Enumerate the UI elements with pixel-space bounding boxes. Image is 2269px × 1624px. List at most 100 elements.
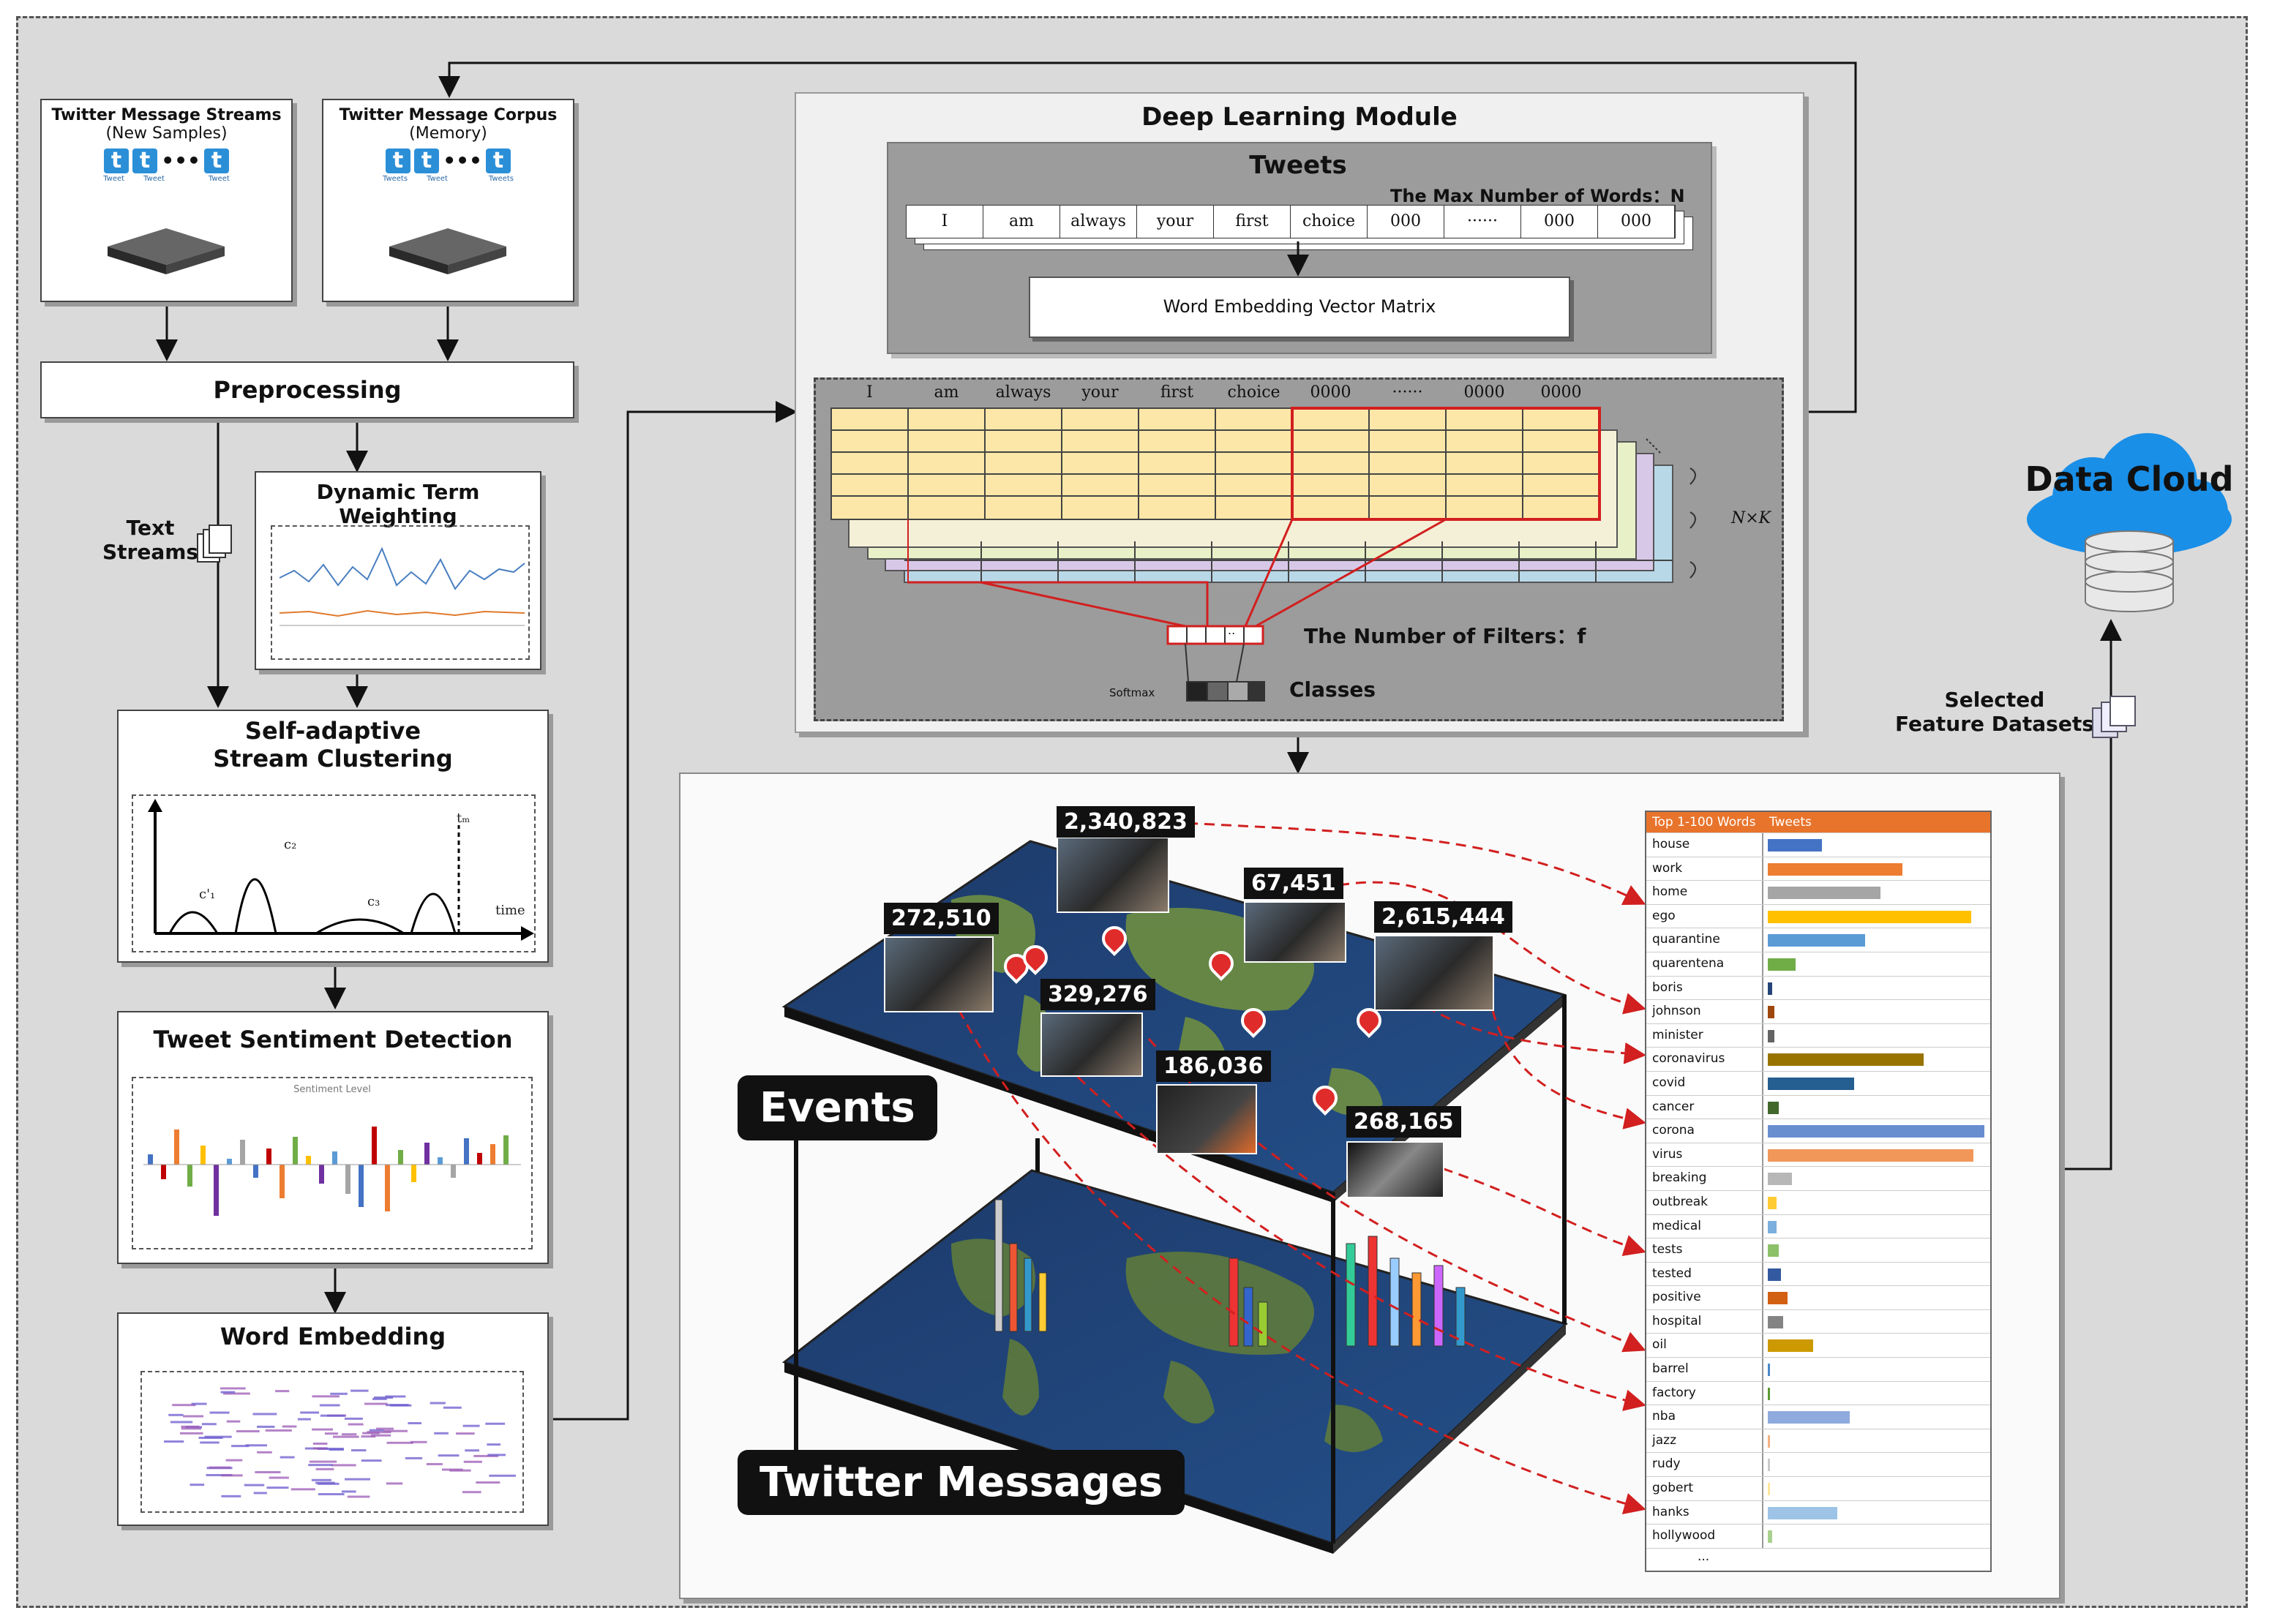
embedding-point <box>350 1389 369 1392</box>
embedding-point <box>315 1481 335 1484</box>
embedding-point <box>434 1432 449 1435</box>
word-frequency-bar <box>1768 1173 1792 1186</box>
bar-cell <box>1763 1143 1990 1167</box>
grid-header: I am always your first choice 0000 ·····… <box>831 383 1599 402</box>
embedding-point <box>282 1425 297 1428</box>
embedding-point <box>311 1478 331 1481</box>
bar-cell <box>1763 833 1990 857</box>
sentiment-bar <box>464 1138 469 1165</box>
streams-title: Twitter Message Streams <box>51 106 282 124</box>
header-tweets: Tweets <box>1769 815 1812 830</box>
word-cell: jazz <box>1646 1429 1763 1453</box>
bar-cell <box>1763 1429 1990 1453</box>
word-cell: house <box>1646 833 1763 857</box>
grid-word: 0000 <box>1540 383 1582 402</box>
event-count: 67,451 <box>1244 868 1343 899</box>
sentiment-plot-frame: Sentiment Level <box>132 1077 533 1249</box>
table-row: hanks <box>1646 1500 1990 1525</box>
table-row: hollywood <box>1646 1524 1990 1548</box>
embedding-point <box>308 1464 333 1467</box>
bar-cell <box>1763 1048 1990 1071</box>
sentiment-bar <box>227 1159 232 1165</box>
word-cell: I <box>907 206 983 238</box>
sentiment-bar <box>372 1127 377 1165</box>
bar-cell <box>1763 905 1990 928</box>
word-cell: johnson <box>1646 1000 1763 1023</box>
embedding-point <box>164 1440 184 1443</box>
embedding-point <box>309 1460 337 1463</box>
embedding-point <box>280 1456 295 1459</box>
word-frequency-bar <box>1768 1006 1774 1019</box>
embedding-point <box>168 1413 184 1416</box>
embedding-point <box>275 1390 290 1393</box>
embedding-point <box>386 1441 413 1444</box>
sentiment-bar <box>214 1165 219 1216</box>
word-frequency-bar <box>1768 1053 1924 1067</box>
word-cell: am <box>983 206 1060 238</box>
word-cell: ······ <box>1444 206 1521 238</box>
bar-cell <box>1763 1119 1990 1143</box>
grid-word: choice <box>1227 383 1280 402</box>
embedding-point <box>300 1411 320 1414</box>
embedding-point <box>463 1460 482 1463</box>
word-cell: covid <box>1646 1071 1763 1095</box>
bar-cell <box>1763 1096 1990 1119</box>
embedding-point <box>255 1470 281 1473</box>
table-row: nba <box>1646 1405 1990 1429</box>
word-cell: 000 <box>1598 206 1675 238</box>
sentiment-box: Tweet Sentiment Detection Sentiment Leve… <box>117 1011 549 1264</box>
nk-label: N×K <box>1731 509 1771 527</box>
bar-cell <box>1763 977 1990 1000</box>
sentiment-bar <box>385 1165 390 1211</box>
twitter-icon: t <box>414 149 440 173</box>
embedding-point <box>236 1430 260 1433</box>
icon-label: Tweet <box>208 175 230 183</box>
corpus-title: Twitter Message Corpus <box>339 106 558 124</box>
embedding-point <box>221 1495 241 1497</box>
word-cell: hanks <box>1646 1500 1763 1525</box>
embedding-point <box>290 1488 315 1491</box>
word-frequency-bar <box>1768 910 1971 923</box>
word-cell: nba <box>1646 1405 1763 1429</box>
icon-label: Tweet <box>103 175 125 183</box>
word-cell: rudy <box>1646 1453 1763 1477</box>
sentiment-bar <box>280 1165 285 1198</box>
corpus-icon-labels: Tweets Tweet Tweets <box>323 175 573 183</box>
bar-cell <box>1763 1334 1990 1357</box>
table-row: medical <box>1646 1214 1990 1238</box>
events-label: Events <box>738 1075 937 1140</box>
sentiment-bar <box>345 1165 350 1194</box>
embedding-point <box>341 1433 357 1436</box>
word-frequency-bar <box>1768 1459 1770 1472</box>
word-frequency-bar <box>1768 1125 1984 1138</box>
table-row: virus <box>1646 1142 1990 1167</box>
word-cell: minister <box>1646 1023 1763 1048</box>
event-photo <box>1374 935 1494 1011</box>
grid-word: am <box>934 383 959 402</box>
embedding-point <box>223 1392 250 1395</box>
bar-cell <box>1763 1405 1990 1429</box>
word-cell: quarantine <box>1646 928 1763 952</box>
word-frequency-bar <box>1768 1530 1772 1544</box>
sentiment-bar <box>319 1165 324 1184</box>
word-cell: tests <box>1646 1238 1763 1262</box>
ellipsis: ••• <box>161 149 200 173</box>
table-row: cancer <box>1646 1094 1990 1119</box>
streams-icon-labels: Tweet Tweet Tweet <box>42 175 291 183</box>
preprocessing-label: Preprocessing <box>213 376 402 404</box>
embedding-point <box>226 1420 241 1423</box>
word-cell: boris <box>1646 976 1763 1000</box>
event-count: 272,510 <box>884 903 999 934</box>
embedding-point <box>487 1443 501 1446</box>
word-embedding-title: Word Embedding <box>220 1323 446 1350</box>
word-cell: home <box>1646 881 1763 904</box>
embedding-point <box>265 1429 292 1432</box>
filters-label: The Number of Filters：f <box>1304 624 1586 648</box>
sentiment-bar <box>332 1151 337 1165</box>
word-cell: hollywood <box>1646 1525 1763 1548</box>
sentiment-bar <box>187 1165 192 1187</box>
embedding-point <box>476 1481 500 1484</box>
embedding-point <box>315 1467 334 1470</box>
